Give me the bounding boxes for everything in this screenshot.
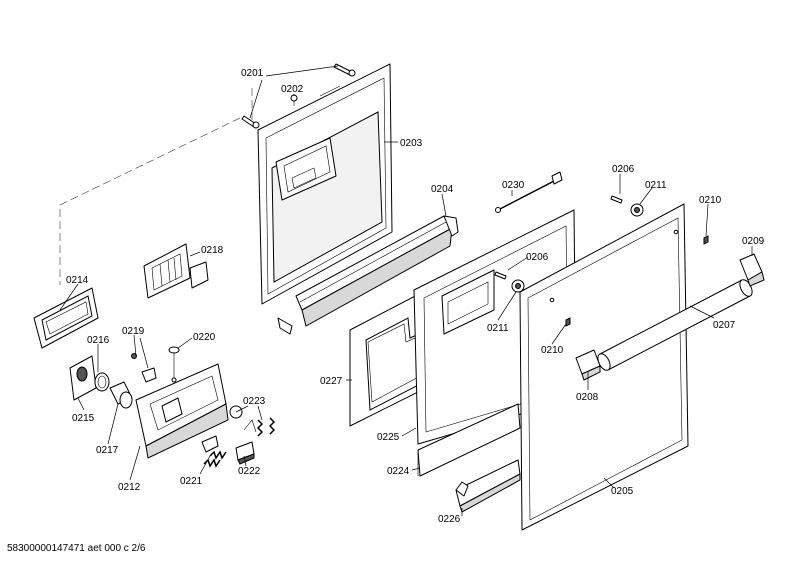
label-0223: 0223 xyxy=(243,396,266,407)
label-0215: 0215 xyxy=(72,413,95,424)
label-0216: 0216 xyxy=(87,335,110,346)
end-cap-0208 xyxy=(575,349,601,381)
label-0208: 0208 xyxy=(576,392,599,403)
guide-lines xyxy=(59,88,253,285)
label-0226: 0226 xyxy=(438,514,461,525)
label-0217: 0217 xyxy=(96,445,119,456)
label-0211-lower: 0211 xyxy=(487,323,509,334)
end-cap-0209 xyxy=(739,253,765,287)
label-0210-lower: 0210 xyxy=(541,345,564,356)
label-0207: 0207 xyxy=(713,320,736,331)
inner-door-panel xyxy=(257,63,393,305)
label-0230: 0230 xyxy=(502,180,525,191)
screw-0206 xyxy=(494,195,623,280)
lid-0215 xyxy=(69,355,97,401)
screw-0202 xyxy=(290,94,298,106)
label-0202: 0202 xyxy=(281,84,304,95)
spring-0223 xyxy=(243,417,276,437)
ring-0216 xyxy=(94,372,110,392)
label-0214: 0214 xyxy=(66,275,89,286)
block-0222 xyxy=(235,441,255,465)
trim-0226 xyxy=(455,459,521,513)
label-0209: 0209 xyxy=(742,236,765,247)
label-0224: 0224 xyxy=(387,466,410,477)
label-0204: 0204 xyxy=(431,184,454,195)
cable-0230 xyxy=(495,171,563,213)
document-footer: 58300000147471 aet 000 c 2/6 xyxy=(7,543,146,554)
leader-lines xyxy=(59,65,753,516)
screw-0201 xyxy=(241,63,356,129)
washer-0211 xyxy=(511,203,644,293)
label-0219: 0219 xyxy=(122,326,145,337)
label-0206-lower: 0206 xyxy=(526,252,549,263)
label-0212: 0212 xyxy=(118,482,141,493)
bar-0224 xyxy=(417,403,521,477)
label-0221: 0221 xyxy=(180,476,203,487)
label-0203: 0203 xyxy=(400,138,423,149)
label-0225: 0225 xyxy=(377,432,400,443)
label-0227: 0227 xyxy=(320,376,343,387)
spring-0221 xyxy=(201,435,227,468)
label-0218: 0218 xyxy=(201,245,224,256)
door-strip-0204 xyxy=(277,215,459,335)
spring-0219 xyxy=(131,353,157,383)
gasket-frame-0214 xyxy=(33,287,99,349)
label-0210-upper: 0210 xyxy=(699,195,722,206)
pin-0220 xyxy=(168,346,180,383)
label-0201: 0201 xyxy=(241,68,264,79)
label-0211-upper: 0211 xyxy=(645,180,667,191)
vent-grille-0218 xyxy=(143,243,209,299)
label-0220: 0220 xyxy=(193,332,216,343)
label-0222: 0222 xyxy=(238,466,261,477)
label-0205: 0205 xyxy=(611,486,634,497)
label-0206-upper: 0206 xyxy=(612,164,635,175)
part-labels: 0201 0202 0203 0204 0230 0206 0211 0210 … xyxy=(66,68,765,525)
clip-0210 xyxy=(565,235,709,327)
ring-0217 xyxy=(109,381,133,409)
